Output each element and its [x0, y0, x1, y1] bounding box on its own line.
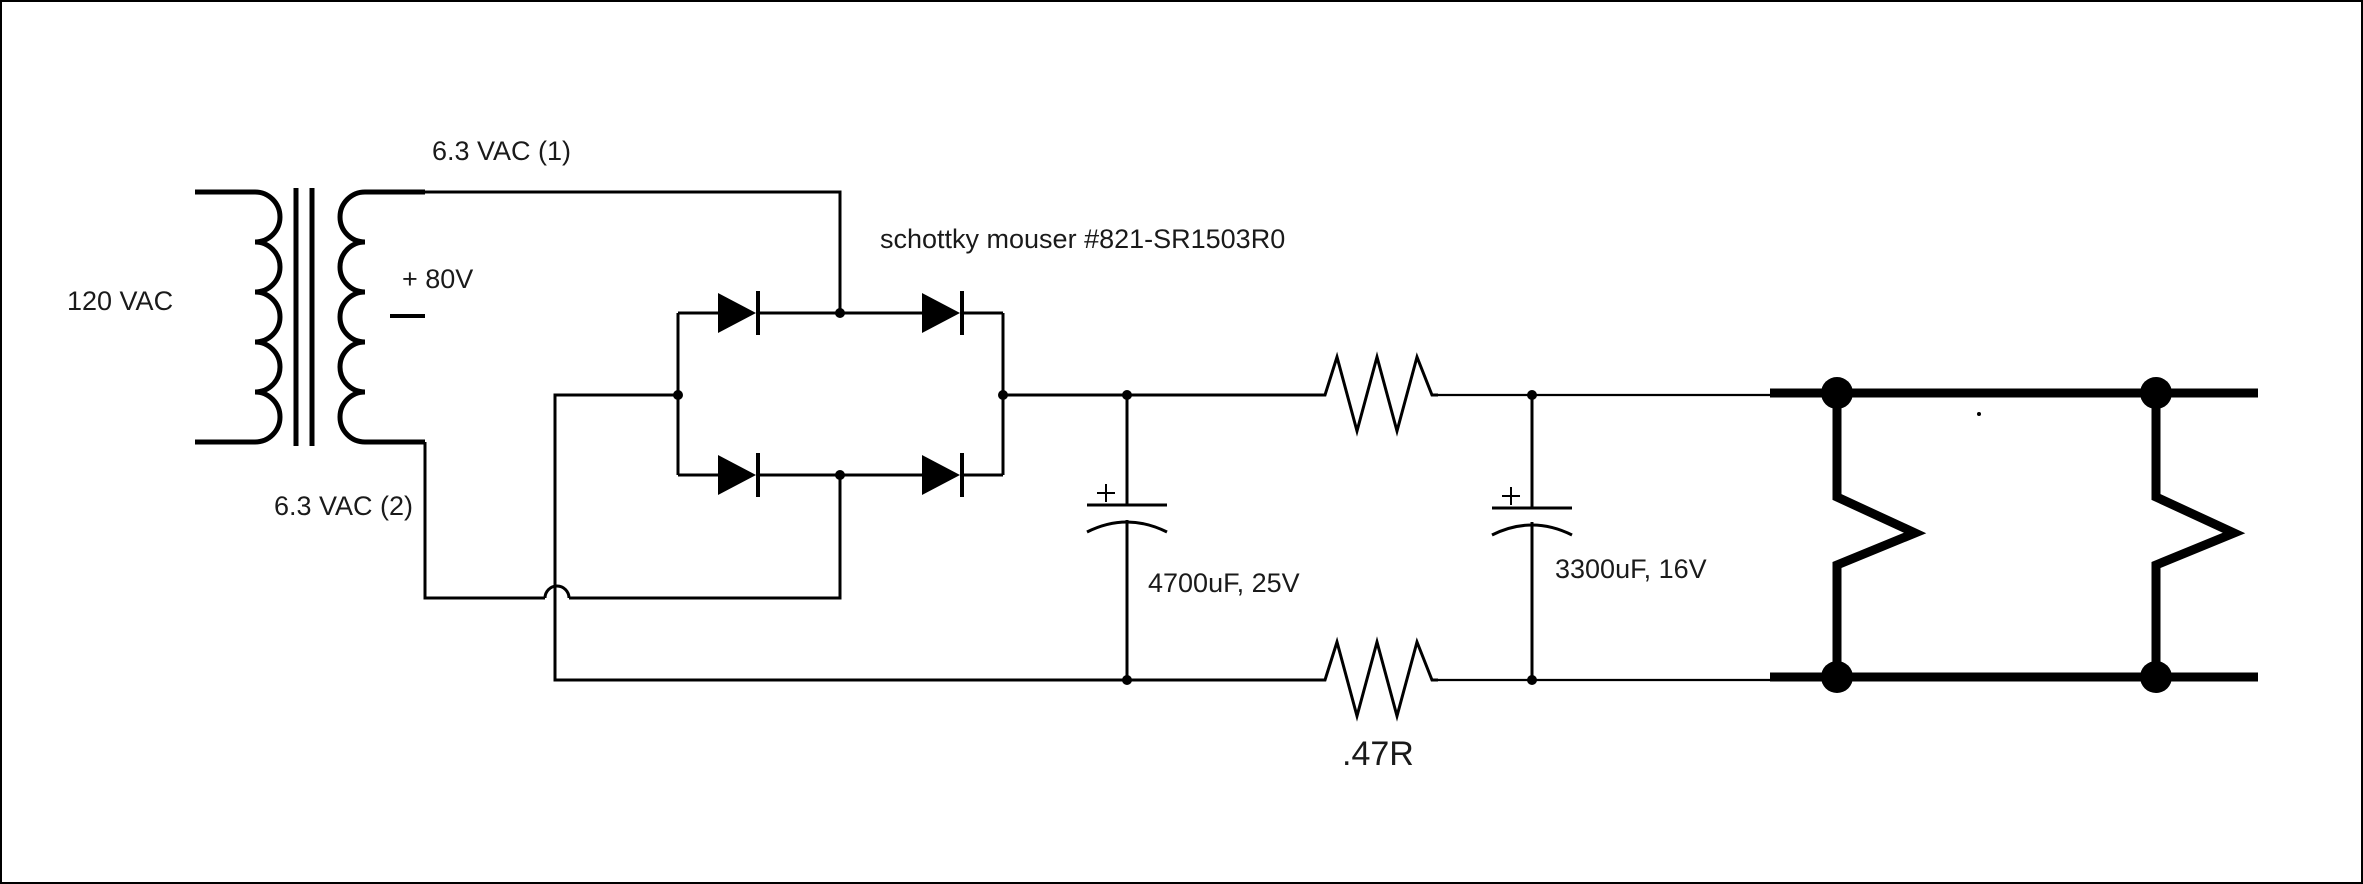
- transformer: [195, 188, 425, 446]
- secondary-winding: [337, 189, 425, 445]
- label-input-voltage: 120 VAC: [67, 286, 173, 316]
- label-resistor: .47R: [1342, 735, 1414, 773]
- diode-bottom-left: [718, 453, 760, 497]
- capacitor-3300uf: [1491, 487, 1573, 537]
- label-secondary-2: 6.3 VAC (2): [274, 491, 413, 521]
- wire-crossover-hop: [543, 584, 571, 599]
- wire-secondary-2-a: [423, 442, 545, 600]
- wires: [423, 190, 1770, 682]
- diode-top-right: [922, 291, 964, 335]
- diode-bottom-right: [922, 453, 964, 497]
- primary-winding: [195, 189, 283, 445]
- load-resistor-left: [1832, 393, 1927, 677]
- label-cap1: 4700uF, 25V: [1148, 568, 1300, 598]
- load-network: [1770, 377, 2258, 693]
- label-secondary-1: 6.3 VAC (1): [432, 136, 571, 166]
- load-resistor-right: [2151, 393, 2246, 677]
- junction-dots: [673, 308, 1537, 685]
- wire-negative-return: [553, 393, 1280, 682]
- capacitor-4700uf: [1086, 484, 1168, 534]
- label-cap2: 3300uF, 16V: [1555, 554, 1707, 584]
- label-diode-part: schottky mouser #821-SR1503R0: [880, 224, 1285, 254]
- resistor-top: [1280, 351, 1438, 437]
- wire-secondary-2-b: [569, 475, 842, 600]
- diode-bridge: [718, 291, 964, 497]
- diode-top-left: [718, 291, 760, 335]
- resistor-bottom: [1280, 636, 1438, 722]
- label-tap: + 80V: [402, 264, 473, 294]
- wire-secondary-1: [425, 190, 842, 313]
